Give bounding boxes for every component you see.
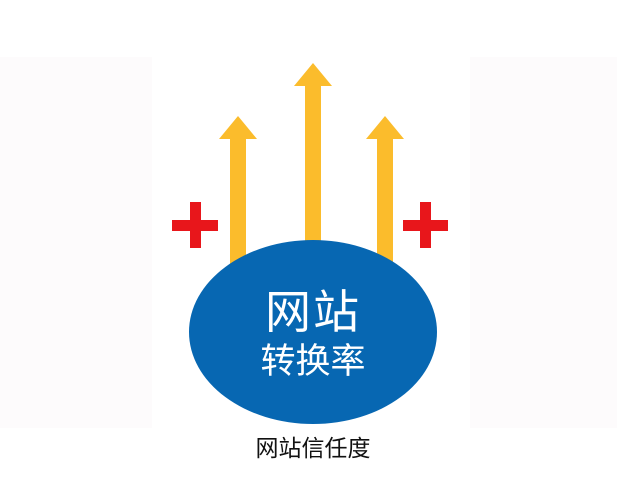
left-plus-icon: [172, 202, 218, 248]
center-arrow-icon: [294, 63, 332, 254]
left-arrow-head: [219, 116, 257, 139]
conversion-ellipse: [189, 240, 437, 424]
center-arrow-shaft: [305, 84, 321, 254]
background-panel-left: [0, 57, 152, 428]
right-arrow-head: [366, 116, 404, 139]
center-arrow-head: [294, 63, 332, 86]
right-arrow-icon: [366, 116, 404, 267]
background-panel-right: [470, 57, 617, 428]
left-arrow-shaft: [230, 137, 246, 267]
caption: 网站信任度: [255, 436, 371, 462]
left-arrow-icon: [219, 116, 257, 267]
center-label-line1: 网站: [265, 285, 361, 339]
center-label-line2: 转换率: [260, 342, 366, 382]
right-arrow-shaft: [377, 137, 393, 267]
right-plus-icon: [403, 202, 448, 248]
